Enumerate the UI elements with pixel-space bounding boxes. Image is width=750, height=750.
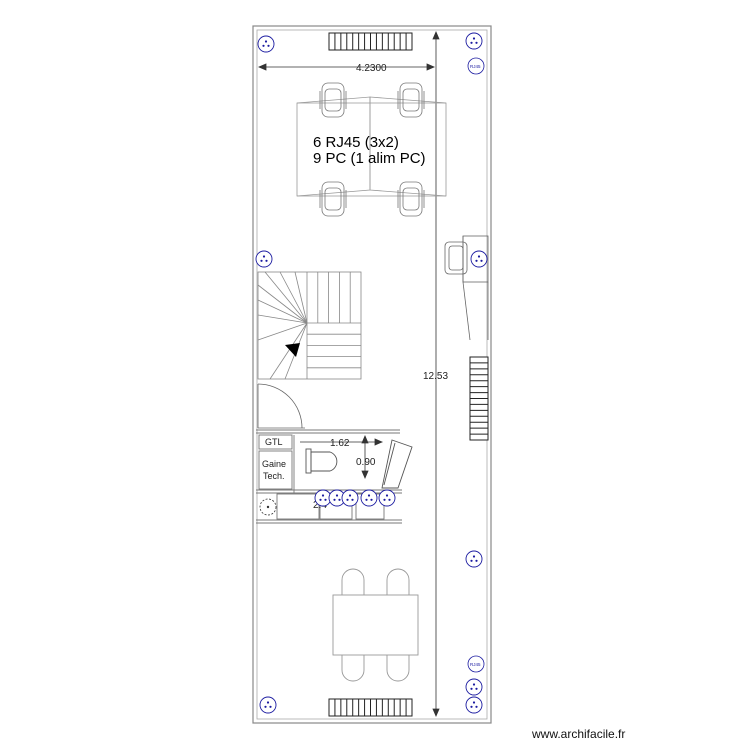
office-chair [397, 181, 425, 217]
width-dimension-label: 4.2300 [356, 63, 387, 74]
height-dimension-label: 12.53 [423, 371, 448, 382]
note-line-1: 6 RJ45 (3x2) [313, 134, 399, 151]
tech-label: Tech. [263, 471, 285, 481]
outer-wall [252, 25, 492, 724]
desk-note: 6 RJ45 (3x2) 9 PC (1 alim PC) [313, 135, 426, 167]
staircase [257, 271, 362, 380]
gaine-label: Gaine [262, 459, 286, 469]
outlet-icon [465, 696, 483, 714]
outlet-icon [255, 250, 273, 268]
outlet-icon [328, 489, 346, 507]
office-chair [397, 82, 425, 118]
bath-dimensions [300, 434, 384, 480]
fixture-dashed [259, 498, 277, 516]
electrical-outlets [255, 32, 488, 714]
rj45-tag-bottom: RJ45 [467, 655, 485, 673]
note-line-2: 9 PC (1 alim PC) [313, 150, 426, 167]
bath-width-label: 1.62 [330, 438, 350, 449]
office-chair [319, 181, 347, 217]
outlet-icon [257, 35, 275, 53]
radiator-right [469, 356, 489, 441]
technical-area [256, 429, 402, 524]
svg-text:RJ45: RJ45 [470, 64, 481, 69]
door-swing [257, 383, 305, 429]
outlet-icon [470, 250, 488, 268]
outlet-icon [465, 678, 483, 696]
watermark: www.archifacile.fr [532, 727, 626, 741]
outlet-icon [360, 489, 378, 507]
bathroom-door [381, 439, 413, 489]
svg-text:RJ45: RJ45 [470, 662, 481, 667]
outlet-icon [341, 489, 359, 507]
office-chairs [319, 82, 425, 217]
stair-arrow [285, 343, 300, 357]
bath-depth-label: 0.90 [356, 457, 376, 468]
gtl-label: GTL [265, 437, 283, 447]
outlet-icon [465, 32, 483, 50]
outlet-icon [378, 489, 396, 507]
radiator-top [328, 32, 413, 51]
height-dimension [432, 30, 440, 718]
rj45-tag-top: RJ45 [467, 57, 485, 75]
outlet-icon [259, 696, 277, 714]
radiator-bottom [328, 698, 413, 717]
office-chair [319, 82, 347, 118]
dining-set [332, 568, 419, 682]
armchair [444, 235, 489, 341]
toilet [305, 448, 338, 474]
width-dimension [257, 63, 436, 71]
outlet-icon [465, 550, 483, 568]
